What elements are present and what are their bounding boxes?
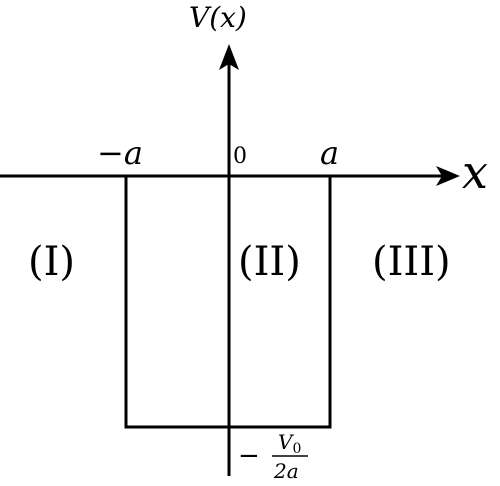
well-depth-subscript: 0	[292, 441, 301, 457]
region-right-label: (III)	[372, 239, 451, 285]
well-depth-denominator: 2a	[273, 459, 299, 483]
well-depth-label: − V0 2a	[238, 430, 308, 483]
region-middle-label: (II)	[238, 239, 301, 285]
y-axis-label: V(x)	[189, 1, 247, 34]
well-depth-sign: −	[238, 441, 260, 471]
origin-label: 0	[233, 144, 247, 169]
x-axis-arrowhead	[436, 166, 460, 186]
x-axis-label: x	[462, 145, 488, 199]
neg-a-label: −a	[97, 134, 143, 172]
region-left-label: (I)	[28, 239, 75, 285]
y-axis-arrowhead	[219, 44, 239, 70]
well-depth-numerator: V0	[278, 430, 301, 457]
pos-a-label: a	[320, 134, 339, 172]
potential-well-outline	[124, 176, 332, 429]
